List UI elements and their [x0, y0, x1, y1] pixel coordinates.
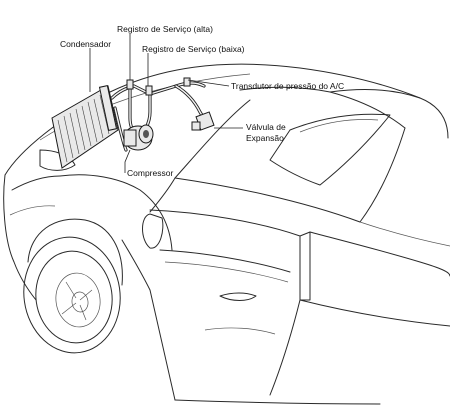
condenser [51, 85, 119, 169]
expansion-valve [191, 111, 215, 131]
label-valvula-expansao-line2: Expansão [246, 133, 284, 143]
label-transdutor-pressao: Transdutor de pressão do A/C [231, 81, 345, 91]
leader-lines [89, 34, 243, 173]
compressor [123, 124, 154, 151]
label-registro-servico-baixa: Registro de Serviço (baixa) [142, 44, 245, 54]
pressure-transducer [183, 77, 191, 87]
label-condensador: Condensador [60, 39, 112, 49]
label-compressor: Compressor [127, 168, 174, 178]
label-registro-servico-alta: Registro de Serviço (alta) [117, 24, 213, 34]
service-valves [126, 79, 153, 96]
car-body [3, 63, 450, 405]
label-valvula-expansao-line1: Válvula de [246, 122, 286, 132]
